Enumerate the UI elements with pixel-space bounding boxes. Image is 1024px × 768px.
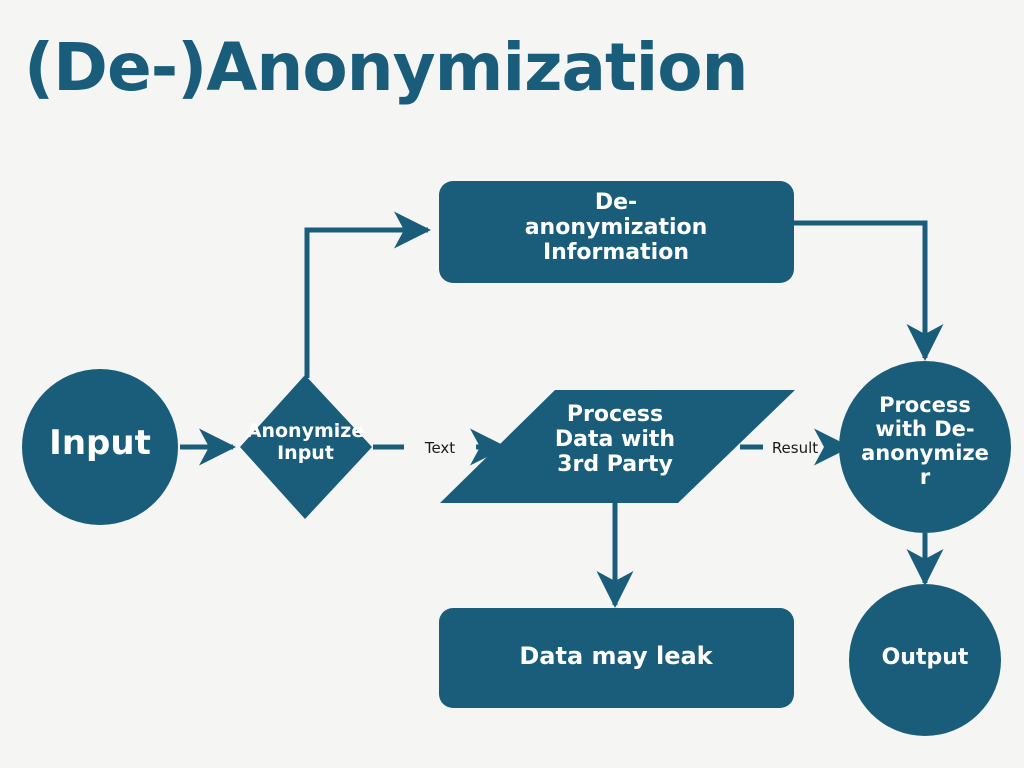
node-output[interactable]	[849, 584, 1001, 736]
node-process-data-with-3rd-party[interactable]	[440, 390, 795, 503]
node-input[interactable]	[22, 369, 178, 525]
edge-label-result: Result	[771, 439, 819, 457]
node-anonymize-input[interactable]	[240, 375, 372, 519]
connector-deanon-info-to-deanonymizer	[793, 220, 944, 361]
node-process-with-deanonymizer[interactable]	[839, 361, 1011, 533]
connector-anonymize-to-deanon-info	[304, 211, 431, 378]
node-deanonymization-information[interactable]	[439, 181, 794, 283]
page-title: (De-)Anonymization	[24, 29, 749, 106]
node-data-may-leak[interactable]	[439, 608, 794, 708]
edge-label-text: Text	[424, 439, 456, 457]
